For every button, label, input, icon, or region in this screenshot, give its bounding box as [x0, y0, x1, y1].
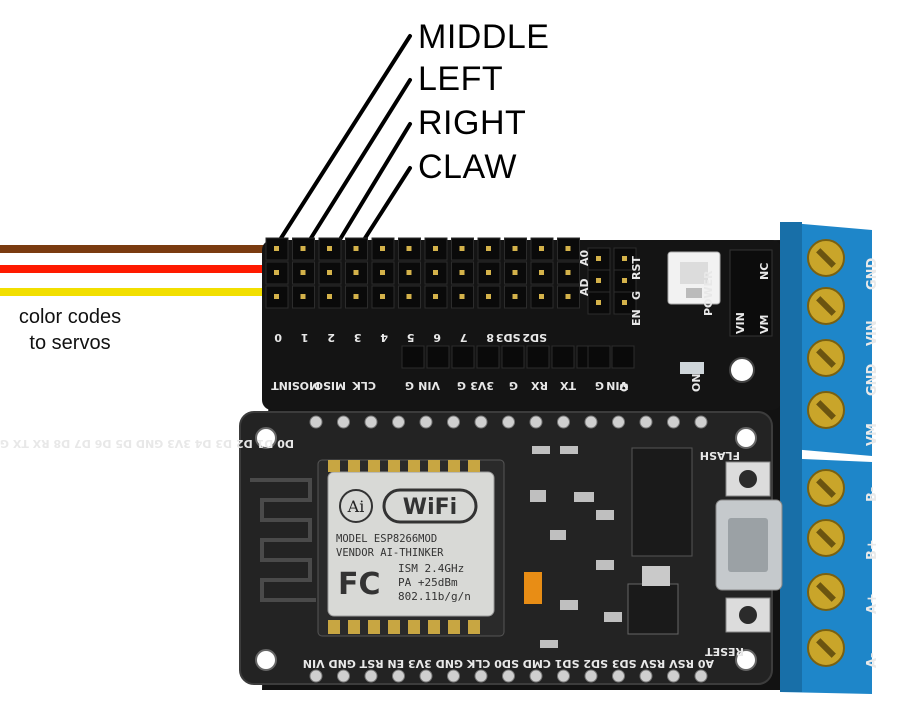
reset-label: RESET [705, 645, 744, 658]
usb-chip [631, 447, 693, 557]
shield-pin-label: G [595, 379, 604, 392]
wifi-logo: WiFi [403, 495, 457, 520]
servo-pin-label: 0 [274, 331, 282, 344]
color-note-line2: to servos [29, 332, 111, 354]
flash-label: FLASH [700, 449, 740, 462]
regulator [627, 583, 679, 635]
shield-side-label: VIN [734, 312, 747, 334]
shield-pin-label: G [509, 379, 518, 392]
term-gnd-1: GND [865, 257, 880, 290]
term-aminus: A- [865, 653, 880, 668]
header-pin [401, 345, 425, 369]
servo-pin-label: 8 [486, 331, 494, 344]
servo-pin-label: 1 [301, 331, 309, 344]
esp-module-text: Ai WiFi MODEL ESP8266MOD VENDOR AI-THINK… [336, 488, 478, 603]
shield-side-label: G [630, 291, 643, 300]
shield-pin-label: VIN [418, 379, 440, 392]
color-note-line1: color codes [18, 306, 122, 328]
pa-line: PA +25dBm [398, 576, 458, 589]
nodemcu-top-pins: D0 D1 D2 D3 D4 3V3 GND D5 D6 D7 D8 RX TX… [0, 437, 294, 450]
bottom-headers [401, 345, 635, 369]
servo-pin-label: 6 [433, 331, 441, 344]
shield-silkscreen: D0 D1 D2 D3 D4 3V3 GND D5 D6 D7 D8 RX TX… [0, 437, 744, 670]
claw-servo-label: CLAW [418, 148, 517, 186]
servo-pin-label: 3 [354, 331, 362, 344]
header-pin [551, 345, 575, 369]
term-vm: VM [865, 423, 880, 446]
shield-side-label: G [618, 383, 631, 392]
yellow-wire [0, 288, 278, 296]
right-pointer [334, 122, 412, 248]
shield-pin-label: 3V3 [470, 379, 494, 392]
pointer-lines [274, 34, 412, 248]
claw-pointer [358, 166, 412, 248]
side-headers [587, 247, 637, 315]
vendor-line: VENDOR AI-THINKER [336, 547, 444, 559]
servo-pin-label: 7 [460, 331, 468, 344]
term-bminus: B- [865, 487, 880, 502]
term-gnd-2: GND [865, 363, 880, 396]
shield-pin-label: G [457, 379, 466, 392]
servo-wires [0, 245, 278, 296]
shield-pin-label: MISO [314, 379, 346, 392]
servo-headers [265, 237, 580, 309]
term-aplus: A+ [865, 593, 880, 614]
left-pointer [304, 78, 412, 248]
fc-logo: FC [338, 567, 381, 602]
antenna-trace [250, 478, 316, 602]
mount-hole [729, 357, 755, 383]
red-wire [0, 265, 278, 273]
servo-pin-label: SD3 [496, 331, 521, 344]
capacitor [524, 572, 542, 604]
term-bplus: B+ [865, 539, 880, 560]
shield-side-label: AD [578, 278, 591, 296]
header-pin [526, 345, 550, 369]
nodemcu-board [239, 411, 783, 685]
ai-logo: Ai [347, 497, 365, 516]
middle-servo-label: MIDDLE [418, 18, 550, 56]
power-led [680, 362, 704, 374]
shield-pin-label: INT [271, 379, 292, 392]
terminal-blocks: GND VIN GND VM B- B+ A+ A- [780, 222, 880, 694]
regulator-tab [642, 566, 670, 586]
middle-pointer [274, 34, 412, 248]
shield-pin-label: MOSI [288, 379, 320, 392]
right-servo-label: RIGHT [418, 104, 527, 142]
shield-side-label: NC [758, 263, 771, 280]
header-pin [476, 345, 500, 369]
servo-pin-label: SD2 [522, 331, 547, 344]
nodemcu-bottom-pins: A0 RSV RSV SD3 SD2 SD1 CMD SD0 CLK GND 3… [303, 657, 714, 670]
ism-line: ISM 2.4GHz [398, 562, 464, 575]
shield-pin-label: CLK [352, 379, 376, 392]
header-pin [451, 345, 475, 369]
servo-pin-label: 2 [327, 331, 335, 344]
shield-side-label: RST [630, 256, 643, 280]
header-pin [501, 345, 525, 369]
term-vin: VIN [865, 320, 880, 346]
brown-wire [0, 245, 278, 253]
color-code-note: color codes to servos [0, 304, 140, 356]
shield-pin-label: RX [531, 379, 548, 392]
shield-pin-label: VIN [606, 379, 628, 392]
header-pin [426, 345, 450, 369]
shield-side-label: POWER [702, 270, 715, 316]
left-servo-label: LEFT [418, 60, 504, 98]
shield-pin-label: TX [559, 379, 576, 392]
shield-side-label: EN [630, 309, 643, 326]
servo-pin-label: 5 [407, 331, 415, 344]
shield-side-label: ON [690, 373, 703, 392]
shield-pin-label: G [405, 379, 414, 392]
shield-side-label: VM [758, 315, 771, 334]
std-line: 802.11b/g/n [398, 590, 471, 603]
model-line: MODEL ESP8266MOD [336, 533, 437, 545]
shield-side-label: A0 [578, 249, 591, 266]
servo-pin-label: 4 [380, 331, 388, 344]
